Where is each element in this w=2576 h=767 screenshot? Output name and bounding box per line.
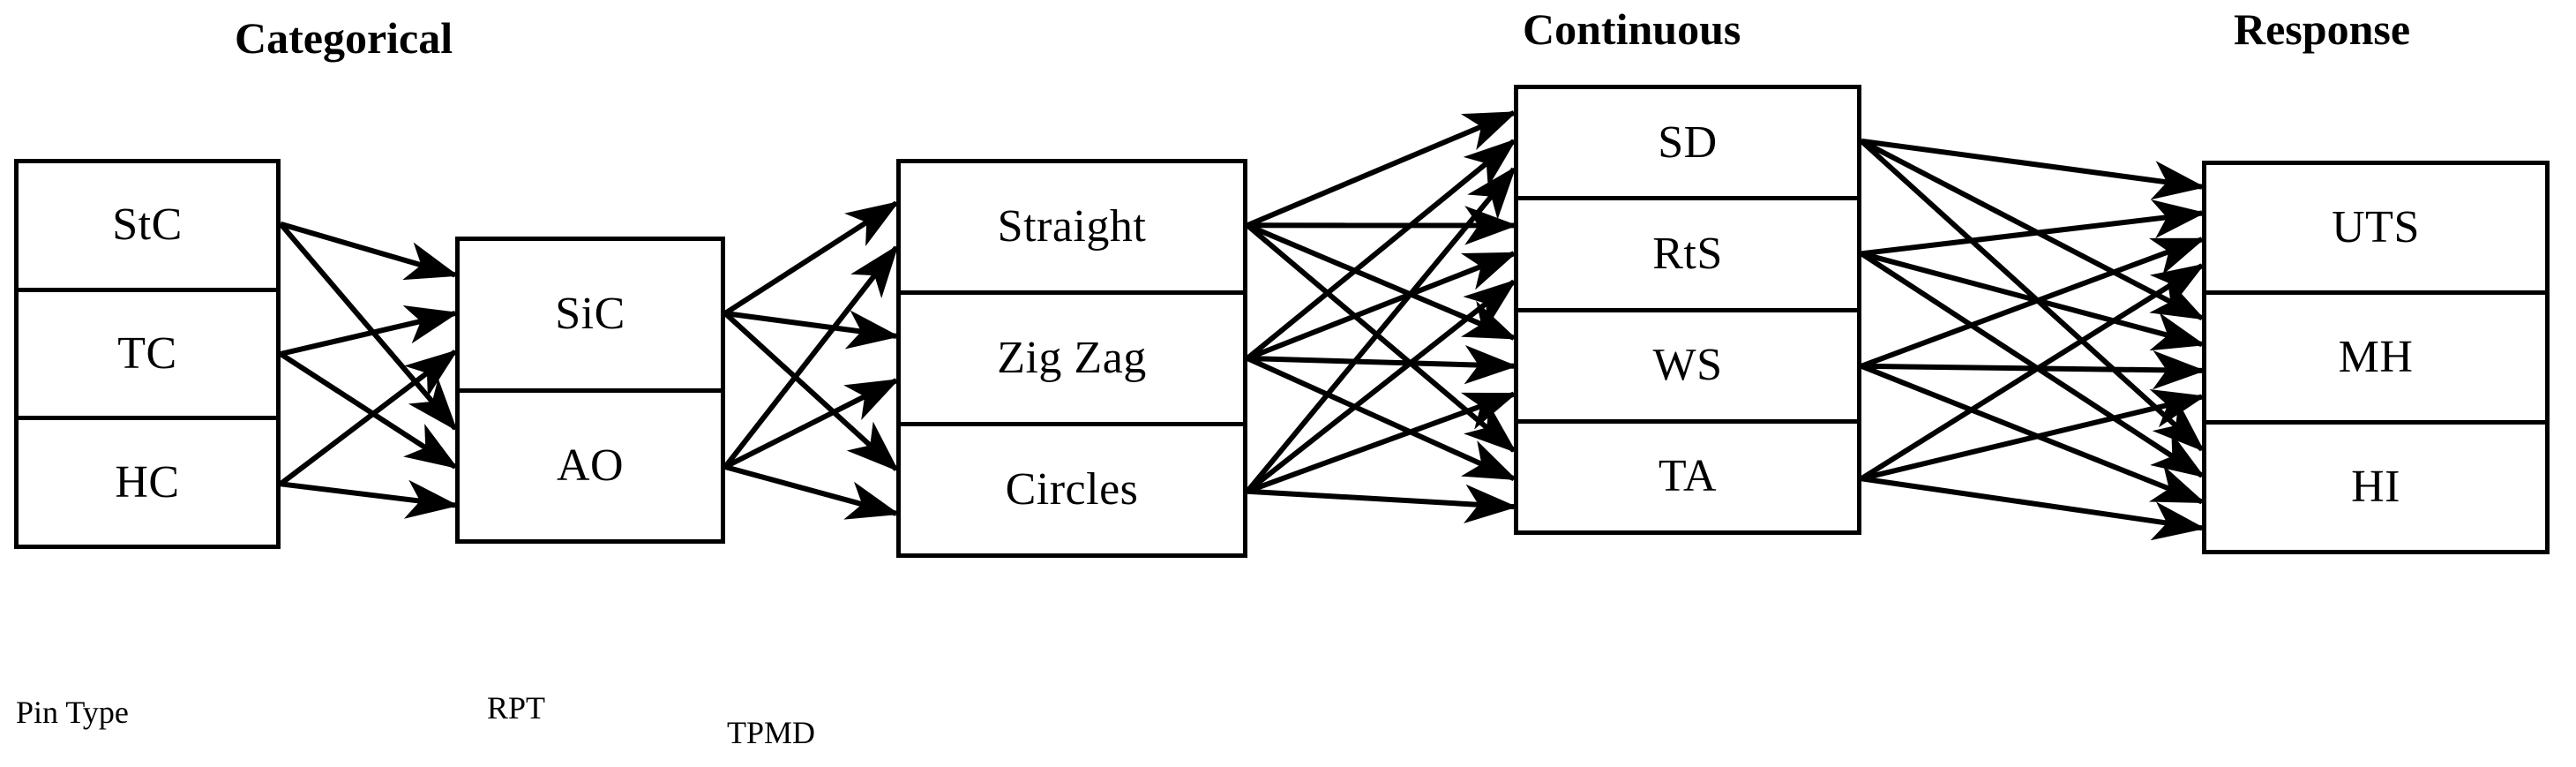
connector-arrow: [280, 305, 460, 357]
node-straight[interactable]: Straight: [901, 163, 1243, 295]
connector-arrow: [723, 200, 900, 316]
connector-arrow: [1861, 199, 2206, 257]
connector-arrow: [1861, 476, 2206, 541]
connector-arrow: [1246, 110, 1517, 229]
node-sic[interactable]: SiC: [460, 241, 721, 393]
node-sd[interactable]: SD: [1518, 89, 1857, 201]
connector-arrow: [1246, 222, 1517, 341]
connector-arrow: [279, 351, 459, 470]
connector-arrow: [1859, 139, 2205, 452]
connector-arrow: [280, 221, 460, 281]
connector-arrow: [1246, 279, 1517, 494]
node-ao[interactable]: AO: [556, 440, 625, 491]
connector-arrow: [724, 464, 901, 520]
footer-pin-type: Pin Type: [16, 695, 129, 730]
node-mh[interactable]: MH: [2206, 295, 2545, 425]
connector-arrow: [1245, 166, 1516, 493]
connector-arrow: [1247, 344, 1518, 385]
header-response: Response: [2234, 4, 2411, 54]
connector-arrow: [723, 378, 900, 470]
connector-arrow: [1860, 139, 2205, 321]
connector-arrow: [278, 222, 458, 432]
connector-arrow: [723, 311, 900, 472]
connector-arrow: [279, 349, 459, 486]
node-rts[interactable]: RtS: [1518, 200, 1857, 312]
connector-arrow: [1860, 263, 2205, 481]
connector-arrow: [724, 310, 901, 350]
connector-arrow: [1247, 484, 1518, 524]
connector-arrow: [1246, 391, 1517, 494]
group-rpt[interactable]: SiC AO: [455, 237, 725, 544]
connector-arrow: [723, 244, 899, 469]
connector-arrow: [1861, 350, 2206, 390]
connector-arrow: [1246, 223, 1517, 454]
node-zigzag[interactable]: Zig Zag: [901, 295, 1243, 426]
header-categorical: Categorical: [235, 13, 453, 63]
group-continuous[interactable]: SD RtS WS TA: [1514, 85, 1861, 535]
connector-arrow: [1246, 139, 1517, 361]
connector-arrow: [1860, 251, 2205, 478]
connector-arrow: [1861, 138, 2206, 200]
footer-tpmd: TPMD: [727, 715, 816, 750]
node-circles[interactable]: Circles: [1005, 464, 1139, 515]
connector-arrow: [1860, 237, 2205, 369]
group-pin-type[interactable]: StC TC HC: [14, 159, 281, 549]
connector-arrow: [1861, 251, 2206, 351]
node-ta[interactable]: TA: [1658, 451, 1718, 502]
connector-arrow: [280, 479, 460, 519]
node-ws[interactable]: WS: [1518, 312, 1857, 424]
node-stc[interactable]: StC: [19, 163, 276, 292]
connector-arrow: [1246, 251, 1517, 361]
connector-arrow: [1860, 364, 2205, 505]
header-continuous: Continuous: [1523, 4, 1741, 54]
connector-arrow: [1246, 356, 1517, 482]
node-hi[interactable]: HI: [2351, 462, 2400, 512]
group-tpmd[interactable]: Straight Zig Zag Circles: [896, 159, 1247, 558]
node-tc[interactable]: TC: [19, 292, 276, 421]
footer-rpt: RPT: [487, 690, 546, 726]
node-hc[interactable]: HC: [115, 456, 180, 508]
group-response[interactable]: UTS MH HI: [2202, 161, 2550, 554]
connector-arrow: [1861, 389, 2206, 482]
node-uts[interactable]: UTS: [2206, 165, 2545, 295]
